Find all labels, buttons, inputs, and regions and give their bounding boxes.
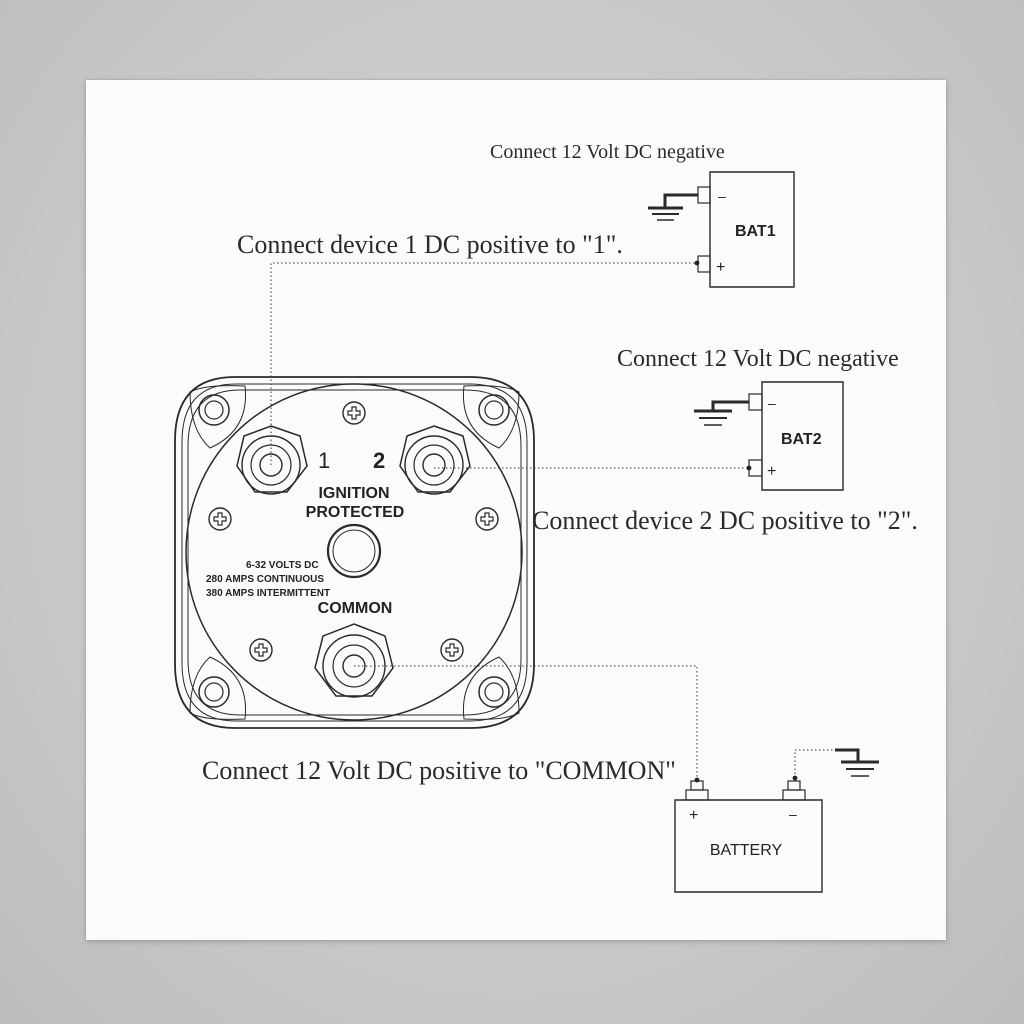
bat1-box: – + BAT1: [694, 171, 795, 288]
battery-ground-icon: [835, 748, 879, 777]
battery-name: BATTERY: [710, 842, 783, 859]
terminal-1-number: 1: [318, 448, 330, 473]
device1-label: Connect device 1 DC positive to "1".: [237, 230, 623, 259]
common-label: Connect 12 Volt DC positive to "COMMON": [202, 756, 676, 785]
bat1-plus-node: [694, 260, 700, 266]
bat2-plus: +: [767, 463, 776, 480]
terminal-common: [314, 623, 394, 698]
bat2-name: BAT2: [781, 431, 822, 448]
bat2-negative-label: Connect 12 Volt DC negative: [617, 346, 899, 372]
amps-intermittent-rating: 380 AMPS INTERMITTENT: [206, 588, 330, 599]
bat1-ground-icon: [648, 193, 698, 221]
ignition-text: IGNITION: [318, 485, 389, 502]
battery-minus: –: [789, 806, 797, 822]
screw-icon: [440, 638, 464, 662]
bat2-box: – + BAT2: [746, 381, 844, 491]
battery-plus: +: [689, 807, 698, 824]
screw-icon: [342, 401, 366, 425]
main-battery: + – BATTERY: [674, 775, 823, 893]
volts-rating: 6-32 VOLTS DC: [246, 560, 319, 571]
bat1-plus: +: [716, 259, 725, 276]
terminal-2-number: 2: [373, 448, 385, 473]
battery-switch: 1 2 IGNITION PROTECTED 6-32 VOLTS DC 280…: [174, 376, 535, 729]
bat1-minus: –: [718, 188, 726, 204]
mounting-hole-tl: [189, 385, 247, 449]
screw-icon: [208, 507, 232, 531]
mounting-hole-br: [462, 656, 520, 720]
protected-text: PROTECTED: [306, 504, 405, 521]
bat1-name: BAT1: [735, 223, 776, 240]
screw-icon: [475, 507, 499, 531]
terminal-1: [236, 425, 308, 495]
bat2-minus: –: [768, 395, 776, 411]
bat1-negative-label: Connect 12 Volt DC negative: [490, 141, 725, 163]
mounting-hole-bl: [189, 656, 247, 720]
common-text: COMMON: [318, 600, 393, 617]
amps-continuous-rating: 280 AMPS CONTINUOUS: [206, 574, 324, 585]
center-indicator: [326, 523, 382, 579]
device2-label: Connect device 2 DC positive to "2".: [532, 506, 918, 535]
screws: [208, 401, 499, 662]
screw-icon: [249, 638, 273, 662]
switch-face: [185, 383, 523, 721]
bat2-ground-icon: [694, 400, 749, 426]
wire-battery-negative: [794, 749, 835, 778]
terminal-2: [399, 425, 471, 495]
bat2-plus-node: [746, 465, 752, 471]
mounting-hole-tr: [462, 385, 520, 449]
